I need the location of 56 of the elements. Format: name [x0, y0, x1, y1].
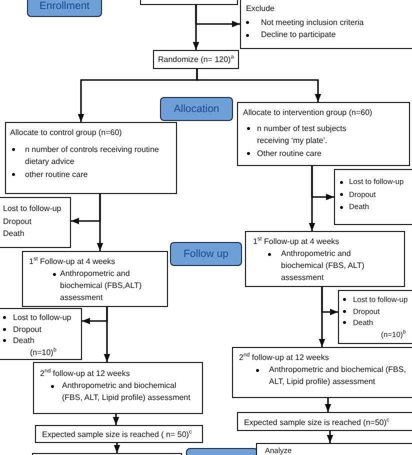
- box-heading: Allocate to control group (n=60): [10, 127, 122, 139]
- flow-box: [35, 425, 203, 443]
- arrow: [114, 443, 120, 453]
- box-heading: 1$^{st}$ Follow-up at 4 weeks: [253, 236, 340, 248]
- arrow: [324, 398, 332, 412]
- list-item: Anthropometric and biochemical (FBS, ALT) assessment: [281, 248, 366, 284]
- stage-label: Follow up: [184, 248, 228, 260]
- list-item: Lost to follow-up: [13, 312, 72, 324]
- flow-box: [0, 308, 82, 360]
- list-item: Other routine care: [257, 148, 322, 160]
- list-item: Dropout: [13, 324, 42, 335]
- flow-box: [232, 347, 412, 398]
- list-item: Anthropometric and biochemical (FBS,ALT) assessment: [60, 268, 143, 304]
- flow-box: [237, 412, 412, 431]
- box-text: Dropout: [3, 216, 32, 228]
- box-text: Expected sample size is reached (n=50)$^{c}$: [244, 417, 390, 428]
- flow-box: [338, 290, 412, 344]
- box-heading: Exclude: [246, 3, 274, 15]
- stage-box: [27, 0, 102, 17]
- list-item: Anthropometric and biochemical (FBS, ALT, Lipid profile) assessment: [269, 364, 407, 388]
- box-text: Death: [3, 228, 24, 240]
- flow-box: [33, 362, 203, 414]
- stage-label: Allocation: [174, 104, 220, 114]
- arrow: [321, 287, 338, 316]
- box-text: Randomize (n= 120)$^{a}$: [158, 54, 234, 66]
- flow-box: [245, 231, 405, 287]
- arrow: [196, 69, 322, 102]
- flow-box: [237, 102, 410, 166]
- arrow: [71, 194, 101, 224]
- flow-box: [240, 0, 412, 49]
- box-heading: 2$^{nd}$ follow-up at 12 weeks: [239, 352, 329, 364]
- list-item: Death: [13, 335, 36, 346]
- box-text: Expected sample size is reached ( n= 50)$^{c}$: [42, 429, 192, 440]
- stage-box: [170, 242, 242, 266]
- box-text: (n=10)$^{b}$: [30, 346, 56, 358]
- arrow: [82, 307, 108, 324]
- flow-box: [22, 251, 168, 307]
- flow-box: [334, 169, 412, 225]
- list-item: other routine care: [25, 168, 89, 180]
- flow-box: [153, 50, 239, 69]
- arrow: [195, 5, 240, 28]
- stage-box: [160, 97, 233, 121]
- flow-box: [5, 122, 177, 194]
- list-item: n number of test subjects receiving ‘my plate’.: [257, 122, 348, 147]
- box-heading: Allocate to intervention group (n=60): [243, 107, 372, 119]
- list-item: Not meeting inclusion criteria: [261, 16, 365, 29]
- list-item: Decline to participate: [261, 29, 337, 41]
- list-item: Anthropometric and biochemical (FBS, ALT, Lipid profile) assessment: [62, 380, 192, 404]
- arrow: [326, 431, 334, 443]
- flow-box: [0, 197, 71, 248]
- box-heading: 2$^{nd}$ follow-up at 12 weeks: [40, 368, 130, 380]
- box-heading: 1$^{st}$ Follow-up at 4 weeks: [29, 256, 116, 268]
- arrow: [311, 166, 334, 200]
- box-text: Lost to follow-up: [3, 203, 62, 215]
- stage-label: Enrollment: [39, 1, 90, 12]
- arrow: [112, 414, 120, 425]
